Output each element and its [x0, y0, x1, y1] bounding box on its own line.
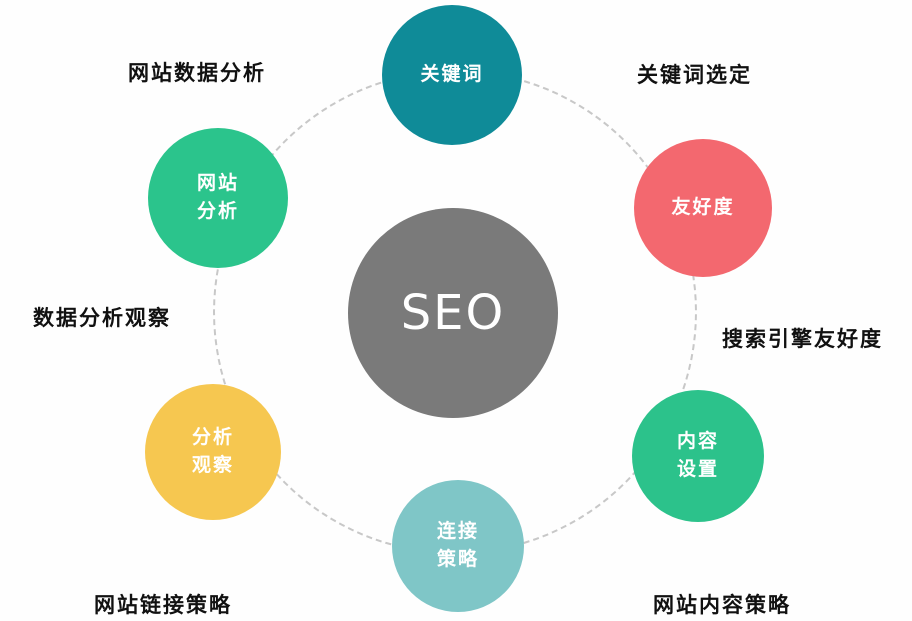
- node-friendliness-label: 友好度: [671, 196, 735, 219]
- node-content-settings: 内容 设置: [632, 390, 764, 522]
- label-keyword-selection: 关键词选定: [637, 63, 752, 87]
- label-search-engine-friendliness: 搜索引擎友好度: [722, 327, 883, 351]
- node-analysis-observation-label: 分析 观察: [191, 426, 234, 476]
- node-analysis-observation: 分析 观察: [145, 384, 281, 520]
- node-site-analysis: 网站 分析: [148, 128, 288, 268]
- node-site-analysis-label: 网站 分析: [196, 172, 239, 222]
- node-link-strategy: 连接 策略: [392, 480, 524, 612]
- node-keywords-label: 关键词: [420, 63, 484, 86]
- node-link-strategy-label: 连接 策略: [436, 520, 479, 570]
- label-data-analysis-observation: 数据分析观察: [33, 306, 171, 330]
- node-content-settings-label: 内容 设置: [676, 430, 719, 480]
- seo-center-label: SEO: [400, 285, 506, 341]
- node-seo-center: SEO: [348, 208, 558, 418]
- label-website-data-analysis: 网站数据分析: [128, 61, 266, 85]
- label-website-link-strategy: 网站链接策略: [94, 593, 232, 617]
- node-friendliness: 友好度: [634, 139, 772, 277]
- label-website-content-strategy: 网站内容策略: [653, 593, 791, 617]
- node-keywords: 关键词: [382, 5, 522, 145]
